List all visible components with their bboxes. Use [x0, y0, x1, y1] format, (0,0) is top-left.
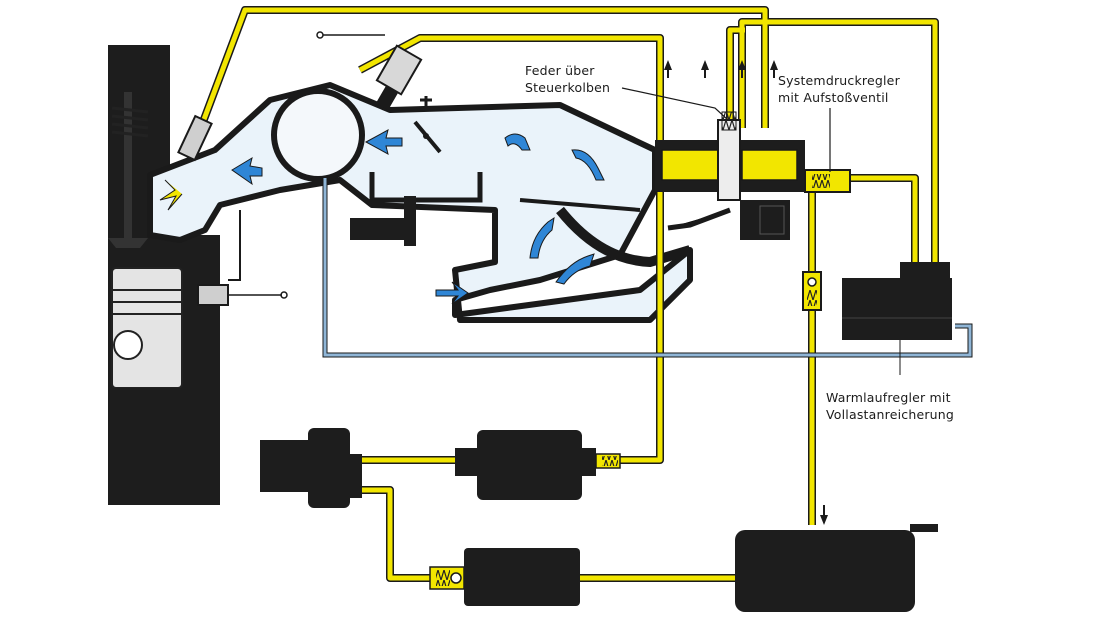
label-systemdruckregler: Systemdruckregler mit Aufstoßventil	[778, 73, 901, 172]
up-arrow-icon	[701, 60, 709, 70]
spring-icon	[721, 111, 737, 131]
label-systemdruck-line1: Systemdruckregler	[778, 73, 901, 88]
spring-icon	[812, 174, 830, 188]
control-plunger	[717, 119, 741, 201]
piston-pin	[113, 330, 143, 360]
label-warmlauf-line1: Warmlaufregler mit	[826, 390, 951, 405]
air-intake-duct	[147, 82, 693, 323]
air-flow-arrow-icon	[571, 149, 605, 181]
air-flow-arrows	[231, 129, 605, 305]
thermo-time-switch	[197, 210, 288, 306]
return-check-valve	[802, 271, 822, 311]
fuel-distributor	[655, 111, 805, 240]
label-feder-line1: Feder über	[525, 63, 595, 78]
air-flow-arrow-icon	[555, 253, 595, 285]
up-arrow-icon	[664, 60, 672, 70]
valve-spring-icon	[111, 106, 149, 138]
return-flow-arrows	[664, 60, 828, 525]
air-flow-arrow-icon	[231, 156, 263, 186]
warm-up-regulator	[842, 262, 952, 375]
up-arrow-icon	[738, 60, 746, 70]
engine-cylinder-block	[108, 45, 220, 505]
electric-fuel-pump	[429, 548, 580, 606]
spring-icon	[436, 570, 450, 586]
air-flow-arrow-icon	[364, 129, 403, 155]
fuel-injector	[316, 31, 423, 111]
down-arrow-icon	[820, 515, 828, 525]
system-pressure-regulator	[804, 169, 851, 193]
fuel-tank	[735, 524, 938, 612]
air-flow-arrow-icon	[435, 281, 469, 305]
label-feder-line2: Steuerkolben	[525, 80, 610, 95]
spring-icon	[602, 456, 618, 466]
air-flow-arrow-icon	[529, 216, 555, 259]
air-flow-arrow-icon	[504, 133, 531, 151]
sensor-plate-lever	[519, 198, 641, 212]
spark-icon	[159, 179, 183, 211]
cold-start-injector	[159, 114, 213, 211]
leader-line	[621, 87, 729, 121]
intake-valve	[108, 92, 149, 248]
label-feder: Feder über Steuerkolben	[525, 63, 729, 121]
label-warmlauf-line2: Vollastanreicherung	[826, 407, 954, 422]
up-arrow-icon	[770, 60, 778, 70]
idle-air-bypass	[350, 218, 410, 240]
piston	[111, 267, 183, 389]
air-plenum	[271, 88, 365, 182]
fuel-accumulator	[260, 428, 362, 508]
spring-icon	[807, 290, 817, 306]
label-systemdruck-line2: mit Aufstoßventil	[778, 90, 889, 105]
throttle-valve-icon	[413, 96, 442, 154]
label-warmlaufregler: Warmlaufregler mit Vollastanreicherung	[826, 390, 954, 422]
fuel-filter	[455, 430, 621, 500]
